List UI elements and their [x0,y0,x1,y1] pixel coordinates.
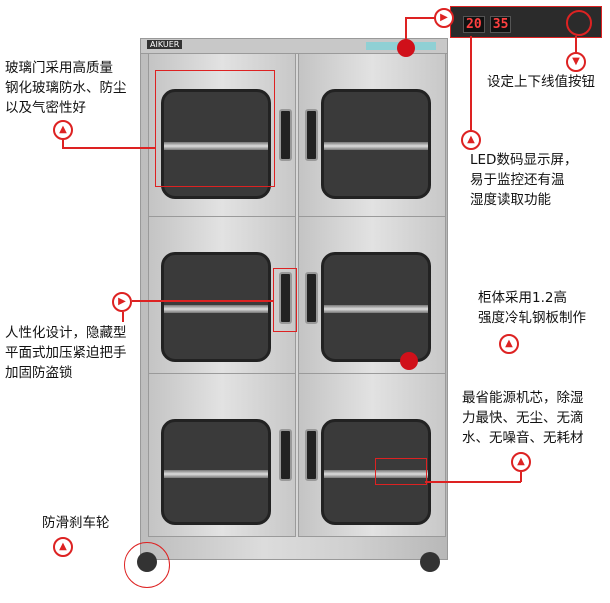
door-handle[interactable] [279,272,292,324]
cabinet-door[interactable] [148,216,296,374]
door-handle[interactable] [279,429,292,481]
panel-marker [397,39,415,57]
glass-window [321,419,431,525]
steel-marker [400,352,418,370]
buttons-annotation: 设定上下线值按钮 [487,74,595,90]
cabinet-door[interactable] [298,373,446,537]
core-annotation: 最省能源机芯，除湿力最快、无尘、无滴水、无噪音、无耗材 [462,390,584,446]
temperature-display: 20 [463,16,485,33]
arrow-up-icon: ▲ [53,537,73,557]
handle-highlight [273,268,297,332]
arrow-right-icon: ▶ [112,292,132,312]
door-handle[interactable] [279,109,292,161]
glass-highlight [155,70,275,187]
door-handle[interactable] [305,109,318,161]
arrow-up-icon: ▲ [499,334,519,354]
brand-logo: AIKUER [147,40,183,49]
arrow-up-icon: ▲ [461,130,481,150]
glass-window [321,89,431,199]
steel-annotation: 柜体采用1.2高强度冷轧钢板制作 [478,290,586,326]
cabinet-door[interactable] [298,216,446,374]
arrow-up-icon: ▲ [53,120,73,140]
arrow-right-icon: ▶ [434,8,454,28]
cabinet-door[interactable] [148,373,296,537]
core-highlight [375,458,427,485]
led-annotation: LED数码显示屏，易于监控还有温湿度读取功能 [470,152,578,208]
cabinet-door[interactable] [298,53,446,217]
arrow-down-icon: ▼ [566,52,586,72]
wheel-annotation: 防滑刹车轮 [42,515,110,531]
wheel-right [420,552,440,572]
door-handle[interactable] [305,272,318,324]
arrow-up-icon: ▲ [511,452,531,472]
wheel-highlight [124,542,170,588]
set-buttons[interactable] [566,10,592,36]
glass-window [321,252,431,362]
glass-window [161,252,271,362]
glass-annotation: 玻璃门采用高质量钢化玻璃防水、防尘以及气密性好 [5,60,127,116]
humidity-display: 35 [489,16,512,33]
glass-window [161,419,271,525]
control-panel: 20 35 [450,6,602,38]
door-handle[interactable] [305,429,318,481]
glass-window [161,89,271,199]
handle-annotation: 人性化设计，隐藏型平面式加压紧迫把手加固防盗锁 [5,325,127,381]
